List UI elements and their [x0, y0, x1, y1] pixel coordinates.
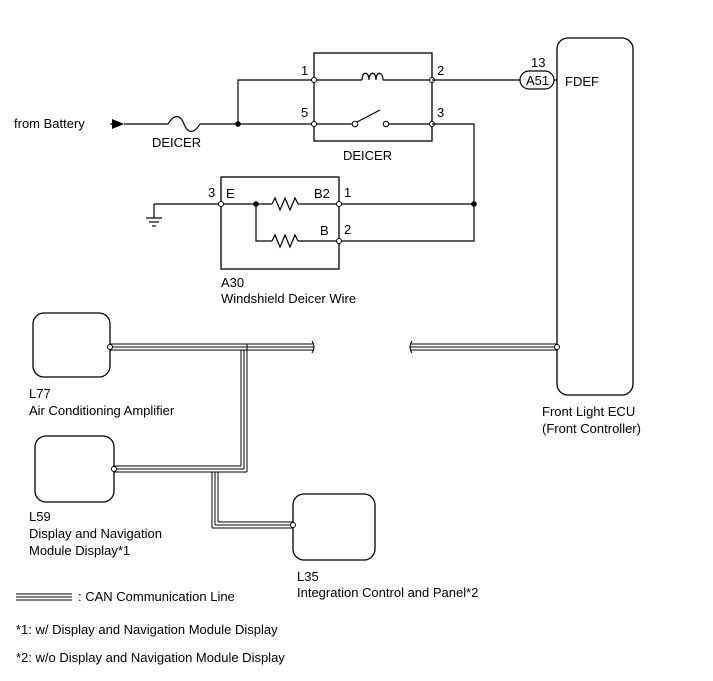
can-bus-lines	[110, 340, 557, 529]
ecu-pin-13: 13	[531, 55, 545, 70]
pin-b2-label: B2	[314, 186, 330, 201]
integration-panel-terminal	[290, 522, 296, 528]
ac-amplifier-name: Air Conditioning Amplifier	[29, 403, 175, 418]
heater-resistor-top	[271, 196, 299, 212]
legend-can-line: : CAN Communication Line	[78, 589, 235, 604]
relay-coil-symbol	[361, 72, 384, 81]
heater-wire-bottom-left	[255, 204, 272, 242]
pin-b-number: 2	[344, 222, 351, 237]
junction-to-pin1-wire	[237, 79, 314, 124]
ecu-name-line1: Front Light ECU	[542, 404, 635, 419]
legend-note-2: *2: w/o Display and Navigation Module Di…	[16, 650, 285, 665]
relay-pin-1: 1	[301, 63, 308, 78]
relay-pin-3: 3	[437, 105, 444, 120]
integration-panel-code: L35	[297, 569, 319, 584]
relay-terminal-5	[311, 121, 317, 127]
integration-panel-name: Integration Control and Panel*2	[297, 585, 478, 600]
relay-pin-2: 2	[437, 63, 444, 78]
display-nav-box	[34, 435, 115, 503]
relay-label: DEICER	[343, 148, 392, 163]
relay-switch-blade	[356, 109, 381, 123]
display-nav-name-line1: Display and Navigation	[29, 526, 162, 541]
switch-contact-right	[382, 120, 390, 128]
switch-contact-left	[351, 120, 359, 128]
deicer-wire-code: A30	[221, 275, 244, 290]
can-line-legend-icon	[16, 593, 72, 601]
deicer-wire-name: Windshield Deicer Wire	[221, 291, 356, 306]
from-battery-label: from Battery	[14, 116, 85, 131]
pin-b-label: B	[320, 223, 329, 238]
ground-icon	[146, 204, 162, 227]
display-nav-name-line2: Module Display*1	[29, 543, 130, 558]
deicer-wire-box	[220, 176, 340, 270]
display-nav-code: L59	[29, 509, 51, 524]
ecu-can-terminal	[554, 344, 560, 350]
front-light-ecu-box	[556, 37, 634, 396]
terminal-b2	[336, 201, 342, 207]
connector-a51-label: A51	[526, 73, 549, 88]
relay-pin3-wire	[339, 123, 475, 242]
terminal-e	[218, 201, 224, 207]
ac-amplifier-code: L77	[29, 386, 51, 401]
deicer-relay-box	[313, 52, 433, 142]
integration-panel-box	[292, 493, 376, 561]
relay-pin-5: 5	[301, 105, 308, 120]
terminal-b	[336, 238, 342, 244]
pin-e-number: 3	[208, 185, 215, 200]
junction-dot-right	[471, 201, 477, 207]
legend-note-1: *1: w/ Display and Navigation Module Dis…	[16, 622, 278, 637]
fuse-label: DEICER	[152, 135, 201, 150]
ac-amplifier-terminal	[107, 344, 113, 350]
ecu-name-line2: (Front Controller)	[542, 421, 641, 436]
battery-arrow	[110, 119, 124, 129]
ac-amplifier-box	[32, 312, 111, 378]
ecu-signal-label: FDEF	[565, 74, 599, 89]
fuse-symbol	[167, 115, 201, 133]
relay-terminal-1	[311, 77, 317, 83]
pin-b2-number: 1	[344, 185, 351, 200]
pin-e-label: E	[226, 186, 235, 201]
display-nav-terminal	[111, 466, 117, 472]
heater-resistor-bottom	[271, 233, 299, 249]
